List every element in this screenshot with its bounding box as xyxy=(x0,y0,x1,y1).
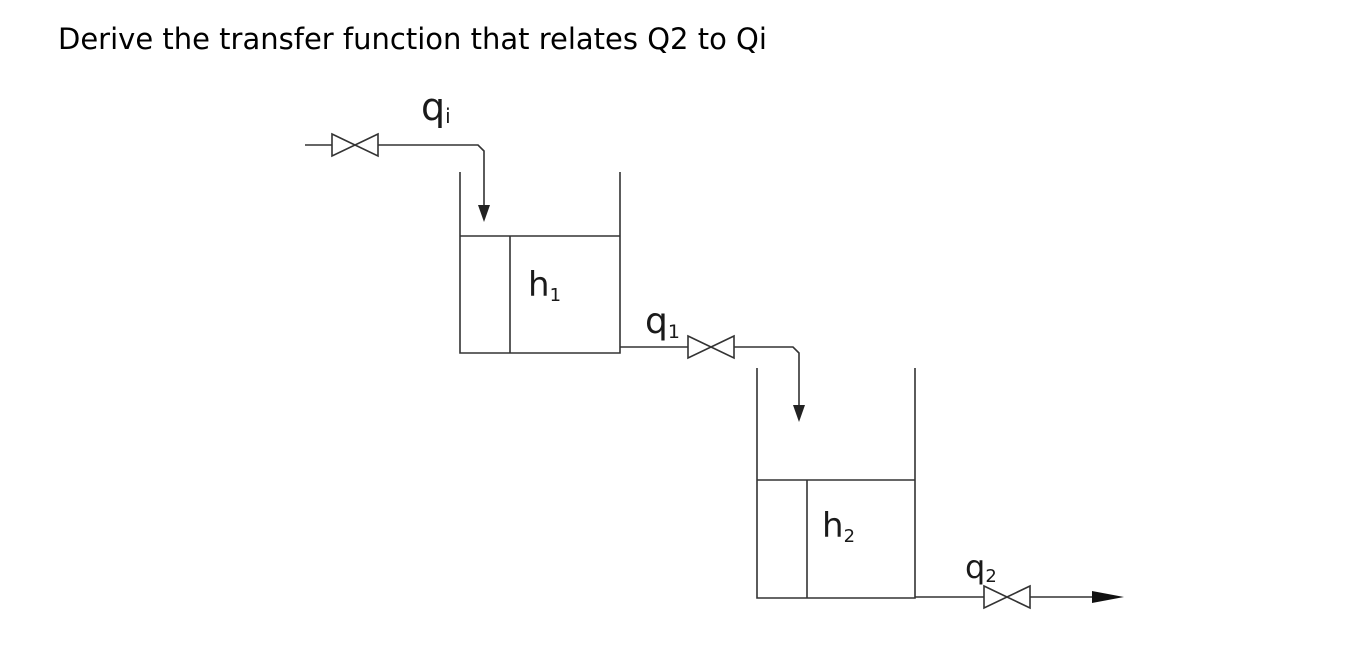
tank-2 xyxy=(756,368,916,599)
outlet-2-arrowhead xyxy=(1092,591,1124,603)
outlet-1-arrowhead xyxy=(793,405,805,422)
label-q1: q1 xyxy=(645,301,680,343)
label-q2: q2 xyxy=(965,548,997,587)
inlet-valve-icon xyxy=(331,132,379,158)
valve-1-icon xyxy=(687,334,735,360)
label-h2: h2 xyxy=(822,506,855,547)
outlet-pipe-1 xyxy=(620,346,800,405)
inlet-arrowhead xyxy=(478,205,490,222)
question-text: Derive the transfer function that relate… xyxy=(58,22,767,56)
valve-2-icon xyxy=(983,584,1031,610)
inlet-pipe xyxy=(305,144,485,205)
label-qi: qi xyxy=(421,85,451,129)
tank-1 xyxy=(459,172,621,354)
label-h1: h1 xyxy=(528,265,561,306)
